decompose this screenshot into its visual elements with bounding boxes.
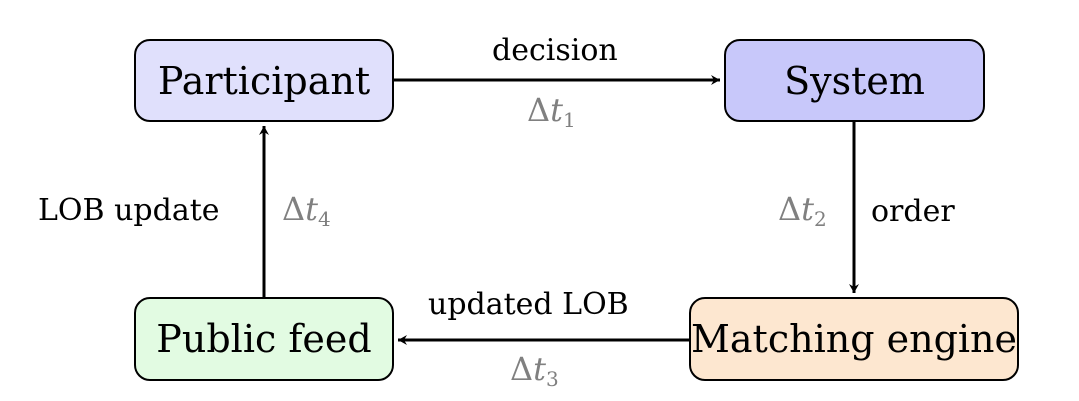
- matching-engine-label: Matching engine: [690, 317, 1018, 361]
- system-node: System: [724, 39, 985, 122]
- edge-label-order: order: [871, 194, 955, 229]
- participant-label: Participant: [157, 58, 371, 103]
- system-label: System: [784, 58, 925, 103]
- delay-label-t1: Δt1: [527, 91, 576, 132]
- delay-label-t3: Δt3: [510, 350, 559, 391]
- matching-engine-node: Matching engine: [689, 297, 1019, 381]
- edge-label-decision: decision: [492, 33, 618, 68]
- delay-label-t4: Δt4: [282, 190, 331, 231]
- delay-label-t2: Δt2: [778, 190, 827, 231]
- public-feed-node: Public feed: [134, 297, 394, 381]
- edge-label-lob-update: LOB update: [38, 193, 220, 228]
- public-feed-label: Public feed: [156, 317, 372, 361]
- participant-node: Participant: [134, 39, 394, 122]
- edge-label-updated-lob: updated LOB: [428, 287, 629, 322]
